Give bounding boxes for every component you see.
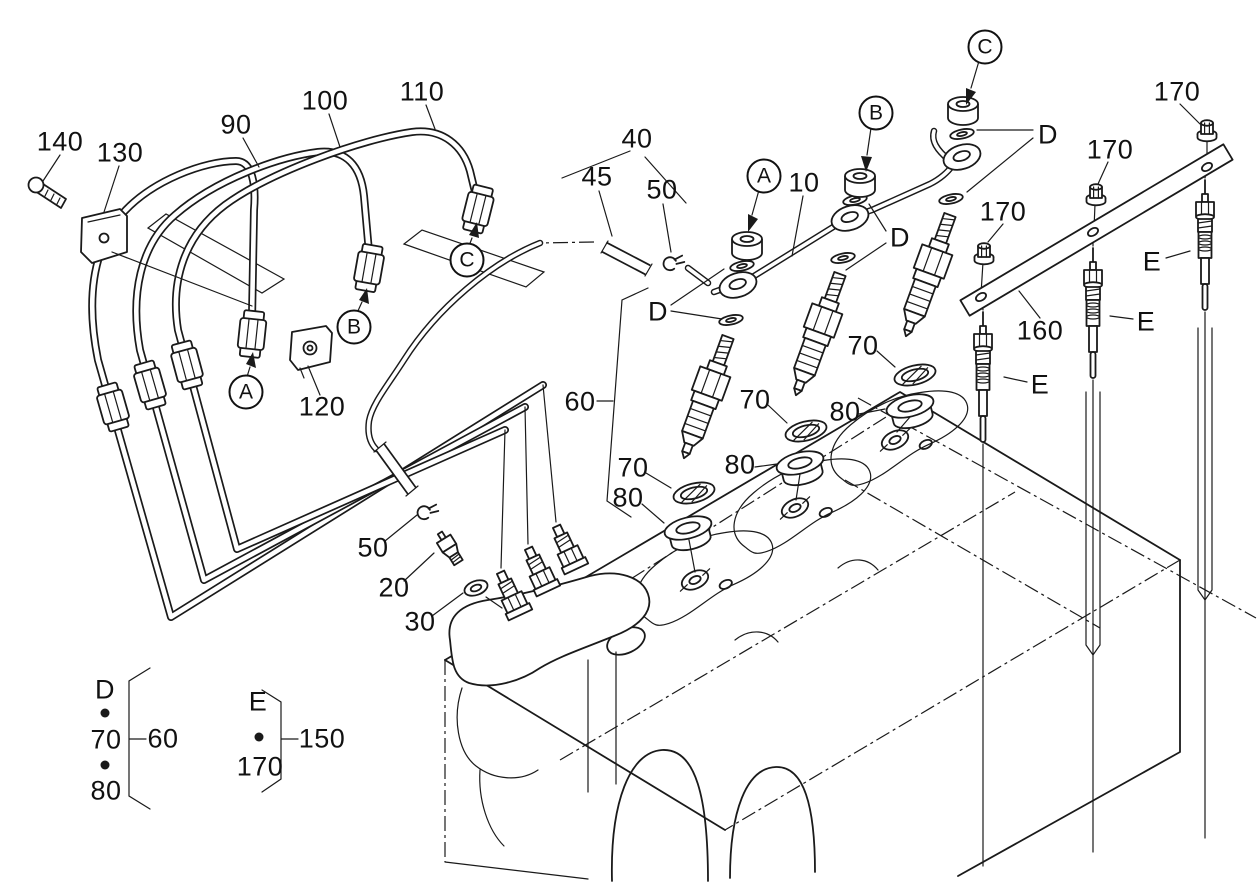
glow-plug-bores (1085, 327, 1213, 657)
clamp-120 (289, 325, 333, 379)
legend-bullet (100, 760, 110, 770)
glow-plug (1083, 247, 1103, 379)
glow-plug-assembly (959, 119, 1234, 443)
pipe-nut-A (235, 308, 269, 360)
joint-washer-D (728, 258, 756, 274)
pipe-nut-B (351, 242, 387, 294)
leakoff-cap-nut-B (844, 168, 876, 198)
injection-pipes (88, 127, 557, 621)
delivery-valve-holder (515, 541, 562, 598)
pipe-nut-pump-end (167, 338, 207, 392)
leader-lines (42, 60, 1201, 617)
fuel-return-line (365, 239, 712, 609)
hose-clip-50 (415, 501, 441, 522)
nozzle-holder (889, 208, 966, 343)
pipe-nut-pump-end (93, 380, 133, 434)
delivery-valve-holder (543, 519, 590, 576)
glow-plug-nut-170 (1196, 119, 1218, 143)
leak-off-pipe-10 (710, 96, 985, 328)
glow-plug-connector-bar-160 (959, 143, 1234, 317)
glow-plug-nut-170 (1085, 183, 1107, 207)
legend (100, 667, 299, 810)
joint-washer-D (948, 126, 976, 142)
glow-plug (973, 311, 993, 443)
legend-bullet (254, 732, 264, 742)
pipe-nut-pump-end (130, 358, 170, 412)
joint-washer-D (829, 250, 857, 266)
injection-pump (448, 519, 651, 847)
joint-20 (435, 530, 464, 567)
joint-washer-D (717, 312, 745, 328)
projection-lines (982, 311, 1206, 867)
gasket-30 (463, 579, 489, 597)
washer-70 (891, 359, 939, 391)
nozzle-holders (661, 208, 966, 573)
group-brackets (561, 150, 687, 518)
leakoff-cap-nut-C (947, 96, 979, 126)
nozzle-holder (779, 267, 856, 402)
nozzle-seat-80 (773, 446, 830, 491)
leakoff-cap-nut-A (731, 231, 763, 261)
hose-clip-50 (661, 252, 687, 273)
bolt-140 (27, 176, 67, 209)
cylinder-head (444, 327, 1257, 882)
joint-washer-D (937, 191, 965, 207)
nozzle-seat-80 (661, 511, 718, 556)
glow-plug (1195, 179, 1215, 311)
pipe-nut-C (458, 182, 498, 236)
nozzle-holder (667, 330, 744, 465)
callout-arrows (245, 60, 980, 381)
legend-bullet (100, 708, 110, 718)
clamp-130 (80, 208, 253, 307)
glow-plug-nut-170 (973, 242, 995, 266)
washer-70 (782, 415, 830, 447)
